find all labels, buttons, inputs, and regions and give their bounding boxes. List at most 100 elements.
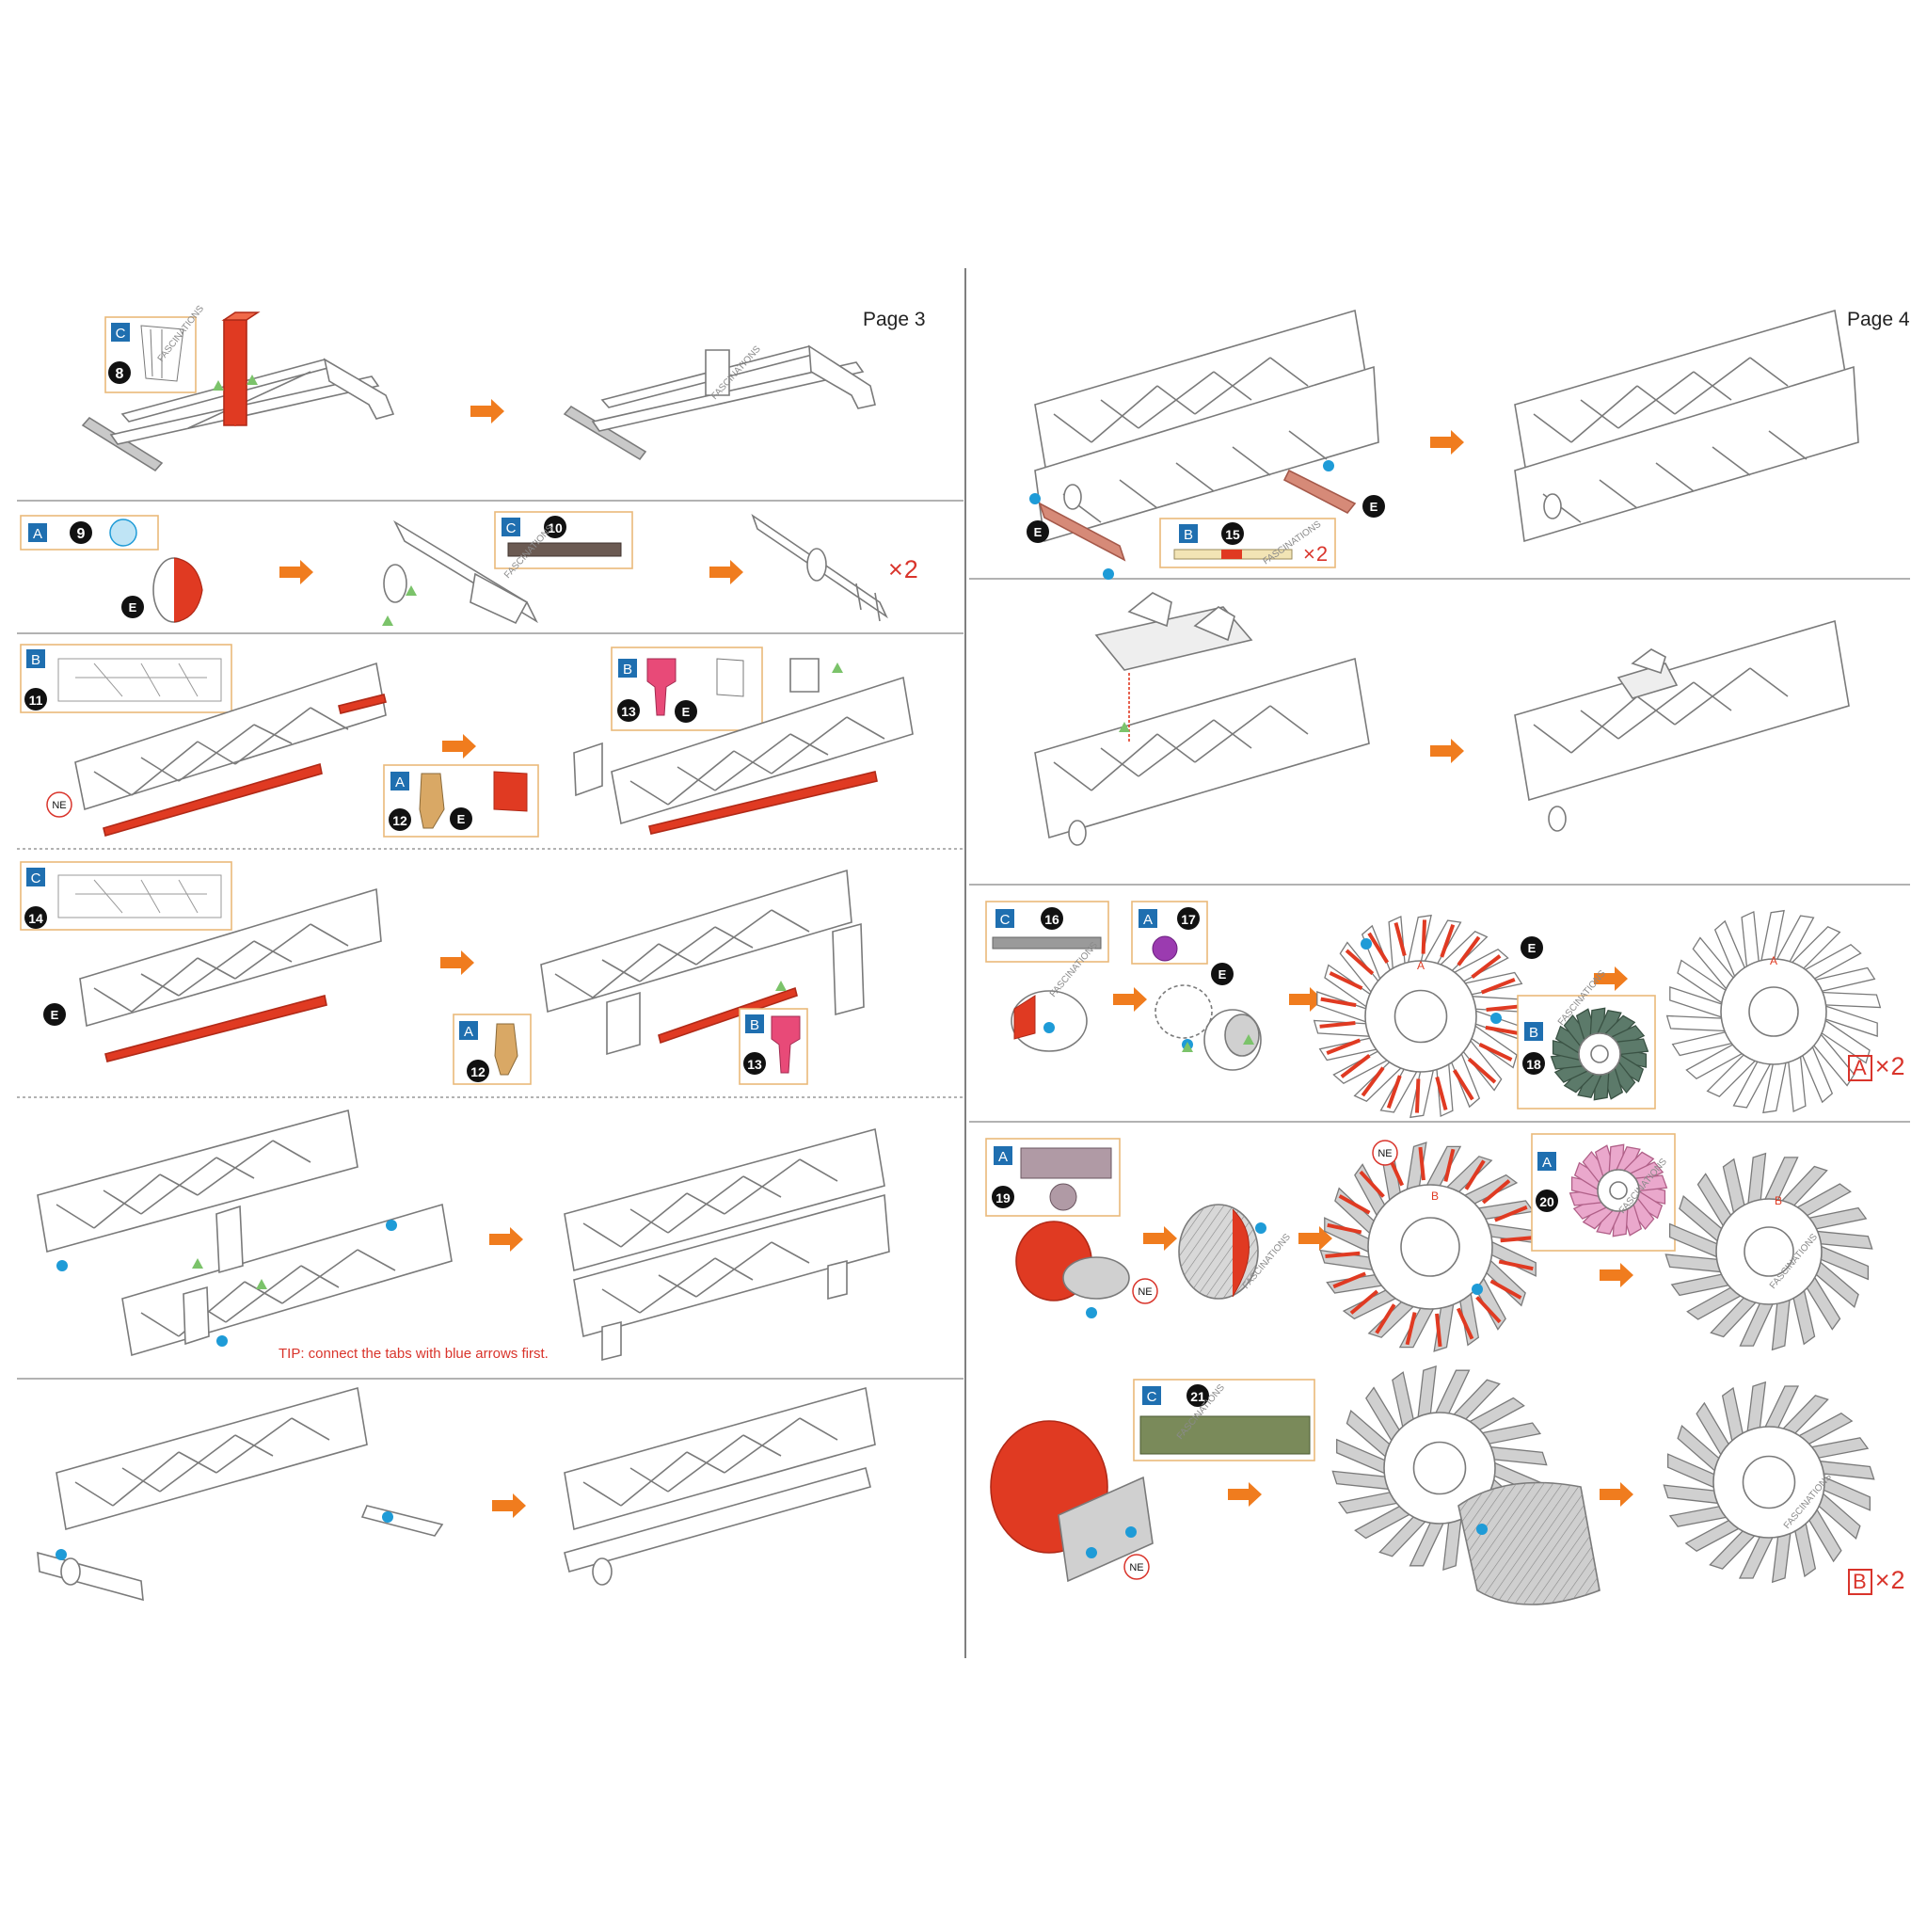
pump-part-icon [771, 1015, 801, 1074]
step-number-circle [24, 906, 47, 929]
fan-hole [1609, 1181, 1628, 1200]
red-glue-strip [1440, 924, 1456, 958]
fan-blade [1331, 1470, 1393, 1491]
axle-part-after [751, 513, 888, 622]
sheet-letter-badge [1537, 1152, 1556, 1171]
green-triangle [832, 663, 843, 673]
ne-marker-circle [1372, 1140, 1398, 1166]
red-glue-strip [1338, 1194, 1371, 1215]
blue-dot [1086, 1307, 1097, 1318]
step-number: 12 [392, 813, 407, 828]
e-marker: E [1521, 936, 1543, 959]
pink-blade-part [1569, 1143, 1668, 1237]
roller-part-icon [992, 936, 1102, 950]
step-number: 18 [1526, 1057, 1541, 1072]
e-marker-circle [1211, 963, 1234, 985]
e-marker-circle [450, 807, 472, 830]
next-arrows [279, 399, 1633, 1518]
fan-hole [1393, 989, 1448, 1044]
blue-dot [1323, 460, 1334, 471]
blue-dot [1029, 493, 1041, 504]
step-number-circle [389, 808, 411, 831]
blue-dot [1043, 1022, 1055, 1033]
engine-part-icon [419, 773, 445, 829]
red-glue-strip [1475, 1296, 1502, 1324]
red-glue-strip [1367, 932, 1390, 964]
step-number-circle [24, 688, 47, 711]
wheel-hub [152, 557, 203, 623]
step-9-tag [20, 515, 159, 551]
orange-right-arrow [1600, 1482, 1633, 1507]
step-number-circle [70, 521, 92, 544]
green-triangle [192, 1258, 203, 1269]
sheet-letter: C [506, 520, 517, 536]
e-marker-label: E [1370, 500, 1378, 514]
e-marker-label: E [129, 600, 137, 615]
ne-marker-circle [1123, 1554, 1150, 1580]
e-marker-circle [1362, 495, 1385, 518]
step-number-circle [544, 516, 566, 538]
red-glue-strip [1414, 1078, 1421, 1113]
sheet-letter-box: B [1848, 1569, 1872, 1595]
fan-hole [1744, 1226, 1794, 1277]
fan-part-letter: A [1770, 954, 1777, 967]
side-truss-right [573, 658, 914, 835]
gear-part-icon [109, 519, 137, 547]
step-number: 10 [548, 520, 563, 535]
step-number-circle [467, 1060, 489, 1082]
ne-marker: NE [46, 791, 72, 818]
red-glue-strip [1375, 1303, 1396, 1334]
red-glue-strip [1480, 978, 1516, 995]
step-badge-12: A12 [459, 1021, 489, 1082]
quantity-multiplier: B×2 [1848, 1566, 1905, 1595]
green-triangle [1182, 1042, 1193, 1052]
ne-marker: NE [1123, 1554, 1150, 1580]
lower-truss-before [79, 887, 382, 1062]
step-number-circle [1177, 907, 1200, 930]
step-19-drum [1015, 1221, 1130, 1301]
green-blade-part [1550, 1007, 1649, 1101]
step-number: 15 [1225, 527, 1240, 542]
sheet-letter-badge [995, 909, 1014, 928]
red-glue-strip [1329, 971, 1363, 990]
chassis-assembly-after [564, 1127, 890, 1362]
red-glue-strip [1326, 1038, 1362, 1055]
sheet-letter: B [1529, 1025, 1538, 1041]
sheet-letter: B [623, 662, 632, 678]
red-glue-strip [1498, 1259, 1534, 1271]
multiplier-text: ×2 [888, 555, 919, 583]
orange-right-arrow [492, 1493, 526, 1518]
fan-blades-done-2 [1664, 1152, 1873, 1351]
step-number: 14 [28, 911, 43, 926]
fan-hole [1400, 1217, 1460, 1277]
red-glue-strip [1471, 954, 1502, 979]
quantity-multiplier: ×2 [1303, 542, 1329, 567]
step-number: 19 [995, 1190, 1011, 1206]
page-3-label: Page 3 [863, 309, 926, 330]
sheet-letter: C [1000, 912, 1011, 928]
blue-dot [1472, 1284, 1483, 1295]
red-glue-strip [1320, 997, 1357, 1008]
sheet-letter: C [31, 870, 41, 886]
red-glue-strip [1325, 1251, 1361, 1258]
step-number-circle [617, 699, 640, 722]
blue-dot [382, 1511, 393, 1523]
red-glue-strip [1489, 1279, 1522, 1300]
red-glue-strip [1421, 919, 1427, 954]
step-number: 16 [1044, 912, 1059, 927]
step-number: 9 [77, 526, 86, 542]
step-number-circle [743, 1052, 766, 1075]
step-badge-8: C8 [108, 323, 131, 384]
blue-dot [1476, 1524, 1488, 1535]
sheet-letter: B [750, 1017, 759, 1033]
fan-hole [1748, 986, 1799, 1037]
multiplier-text: ×2 [1874, 1052, 1906, 1080]
blue-dot [1255, 1222, 1266, 1234]
chassis-wheel-before [37, 1386, 444, 1602]
fan-blade [1665, 1014, 1729, 1032]
red-glue-strip [1478, 1043, 1513, 1062]
multiplier-text: ×2 [1874, 1566, 1906, 1594]
blue-dot [1086, 1547, 1097, 1558]
